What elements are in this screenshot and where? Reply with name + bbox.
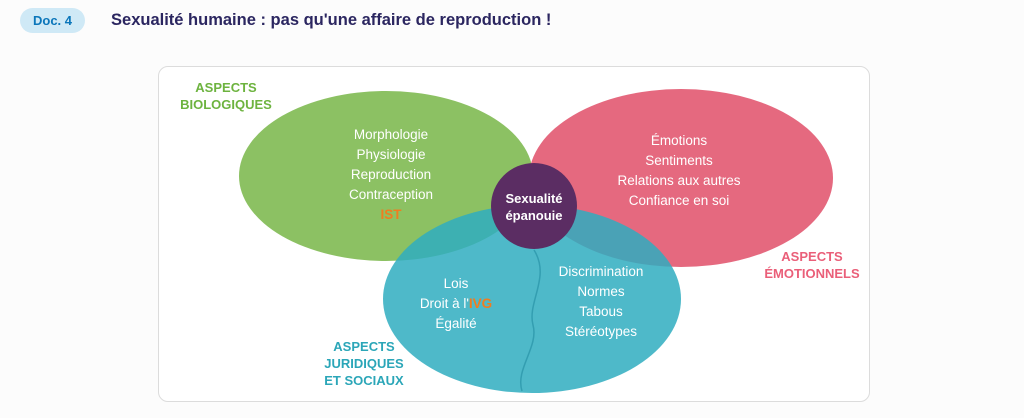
list-item: Sentiments [645,153,713,168]
diagram-card: ASPECTS BIOLOGIQUES ASPECTS ÉMOTIONNELS … [158,66,870,402]
teal-divider-curve [519,249,541,392]
list-item: Relations aux autres [617,173,741,188]
list-item: Tabous [579,304,623,319]
list-item: Égalité [435,316,477,331]
list-item: Physiologie [356,147,426,162]
social-items: Discrimination Normes Tabous Stéréotypes [521,262,681,342]
center-circle [491,163,577,249]
list-item-highlight-ist: IST [380,207,402,222]
center-line: épanouie [505,208,563,223]
label-line: ET SOCIAUX [324,373,404,388]
label-line: ASPECTS [781,249,843,264]
list-item: Contraception [348,187,434,202]
legal-items: Lois Droit à l'IVG Égalité [386,274,526,334]
center-circle-label: Sexualité épanouie [474,190,594,224]
doc-badge: Doc. 4 [20,8,86,33]
list-item: Reproduction [350,167,432,182]
biological-items: Morphologie Physiologie Reproduction Con… [281,125,501,225]
list-item: Émotions [650,133,708,148]
label-line: JURIDIQUES [324,356,404,371]
list-item: Lois [443,276,469,291]
legal-social-ellipse [383,205,681,393]
center-line: Sexualité [505,191,563,206]
list-item: Confiance en soi [628,193,730,208]
label-line: ÉMOTIONNELS [764,266,860,281]
label-aspects-emotionnels: ASPECTS ÉMOTIONNELS [757,248,867,282]
label-line: ASPECTS [195,80,257,95]
list-item: Normes [577,284,625,299]
emotional-items: Émotions Sentiments Relations aux autres… [559,131,799,211]
list-item: Morphologie [353,127,429,142]
label-line: BIOLOGIQUES [180,97,272,112]
list-item-highlight-ivg: IVG [468,296,493,311]
venn-diagram-graphic [239,89,833,393]
list-item: Stéréotypes [564,324,638,339]
list-item: Droit à l'IVG [386,294,526,314]
header: Doc. 4 Sexualité humaine : pas qu'une af… [20,8,551,33]
list-item-text: Droit à l' [419,296,469,311]
label-aspects-juridiques-sociaux: ASPECTS JURIDIQUES ET SOCIAUX [314,338,414,389]
label-aspects-biologiques: ASPECTS BIOLOGIQUES [167,79,285,113]
list-item: Discrimination [558,264,644,279]
label-line: ASPECTS [333,339,395,354]
page-title: Sexualité humaine : pas qu'une affaire d… [111,11,552,29]
